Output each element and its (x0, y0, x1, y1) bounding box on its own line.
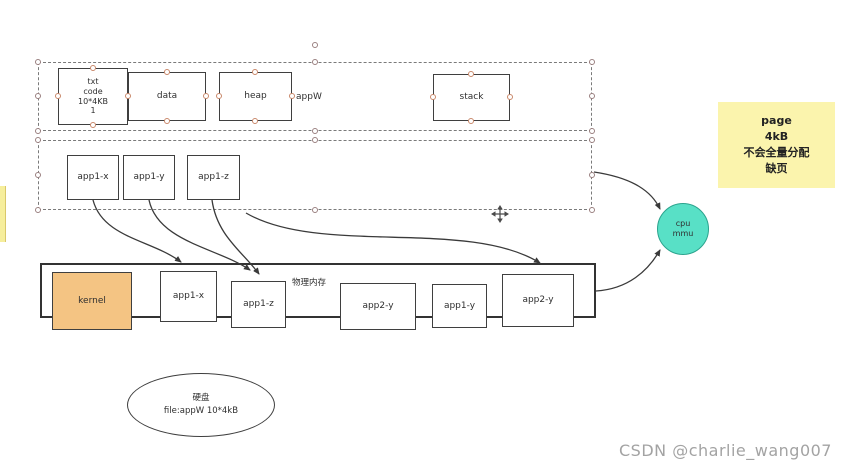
disk-ellipse[interactable]: 硬盘 file:appW 10*4kB (127, 373, 275, 437)
connection-point[interactable] (55, 93, 61, 99)
physical-box-kernel[interactable]: kernel (52, 272, 132, 330)
disk-label: 硬盘 file:appW 10*4kB (163, 393, 239, 416)
connection-point[interactable] (216, 93, 222, 99)
offscreen-note-edge (0, 186, 6, 242)
segment-label-stack: stack (459, 92, 484, 103)
physical-box-app1x[interactable]: app1-x (160, 271, 217, 322)
cpu-mmu-circle[interactable]: cpu mmu (657, 203, 709, 255)
connection-point[interactable] (203, 93, 209, 99)
connection-point[interactable] (164, 69, 170, 75)
connection-point[interactable] (90, 65, 96, 71)
connection-point[interactable] (468, 118, 474, 124)
page-label-app1z: app1-z (198, 172, 229, 183)
selection-handle[interactable] (35, 128, 41, 134)
selection-handle[interactable] (35, 93, 41, 99)
watermark: CSDN @charlie_wang007 (619, 441, 832, 460)
selection-handle[interactable] (589, 207, 595, 213)
sticky-note[interactable]: page 4kB 不会全量分配 缺页 (718, 102, 835, 188)
physical-label-app1y: app1-y (443, 300, 476, 311)
selection-handle[interactable] (35, 137, 41, 143)
selection-handle[interactable] (35, 207, 41, 213)
rotate-handle[interactable] (312, 42, 318, 48)
selection-handle[interactable] (589, 128, 595, 134)
appw-label: appW (296, 92, 322, 102)
arrow-pages-to-app2y[interactable] (245, 212, 541, 264)
selection-handle[interactable] (589, 59, 595, 65)
selection-handle[interactable] (589, 93, 595, 99)
connection-point[interactable] (252, 118, 258, 124)
physical-box-app1z[interactable]: app1-z (231, 281, 286, 328)
connection-point[interactable] (468, 71, 474, 77)
selection-handle[interactable] (312, 128, 318, 134)
physical-box-app1y[interactable]: app1-y (432, 284, 487, 328)
segment-label-data: data (156, 91, 178, 102)
kernel-label: kernel (78, 295, 106, 306)
selection-handle[interactable] (35, 59, 41, 65)
page-label-app1y: app1-y (133, 172, 165, 183)
segment-label-txt-code: txt code 10*4KB 1 (77, 77, 108, 116)
selection-handle[interactable] (35, 172, 41, 178)
arrow-app1y-to-physical[interactable] (148, 199, 251, 271)
physical-box-app2y-2[interactable]: app2-y (502, 274, 574, 327)
physical-label-app2y-1: app2-y (362, 301, 394, 312)
selection-handle[interactable] (589, 137, 595, 143)
connection-point[interactable] (90, 122, 96, 128)
segment-box-stack[interactable]: stack (433, 74, 510, 121)
selection-handle[interactable] (312, 137, 318, 143)
selection-rect-pages[interactable] (38, 140, 592, 210)
physical-label-app1z: app1-z (243, 299, 274, 310)
physical-label-app1x: app1-x (172, 291, 205, 302)
arrow-physical-to-cpu[interactable] (595, 249, 661, 292)
selection-handle[interactable] (589, 172, 595, 178)
page-box-app1x[interactable]: app1-x (67, 155, 119, 200)
page-box-app1y[interactable]: app1-y (123, 155, 175, 200)
selection-handle[interactable] (312, 59, 318, 65)
physical-memory-rect[interactable] (40, 263, 596, 318)
connection-point[interactable] (252, 69, 258, 75)
selection-handle[interactable] (312, 207, 318, 213)
segment-box-heap[interactable]: heap (219, 72, 292, 121)
segment-label-heap: heap (244, 91, 267, 102)
physical-box-app2y-1[interactable]: app2-y (340, 283, 416, 330)
connection-point[interactable] (289, 93, 295, 99)
sticky-note-text: page 4kB 不会全量分配 缺页 (743, 114, 810, 175)
page-box-app1z[interactable]: app1-z (187, 155, 240, 200)
connection-point[interactable] (507, 94, 513, 100)
physical-memory-title: 物理内存 (292, 278, 327, 288)
arrow-pages-to-cpu[interactable] (593, 171, 661, 210)
connection-point[interactable] (430, 94, 436, 100)
segment-box-data[interactable]: data (128, 72, 206, 121)
physical-label-app2y-2: app2-y (522, 295, 554, 306)
connection-point[interactable] (125, 93, 131, 99)
page-label-app1x: app1-x (77, 172, 109, 183)
segment-box-txt-code[interactable]: txt code 10*4KB 1 (58, 68, 128, 125)
connection-point[interactable] (164, 118, 170, 124)
cpu-mmu-label: cpu mmu (672, 219, 694, 238)
